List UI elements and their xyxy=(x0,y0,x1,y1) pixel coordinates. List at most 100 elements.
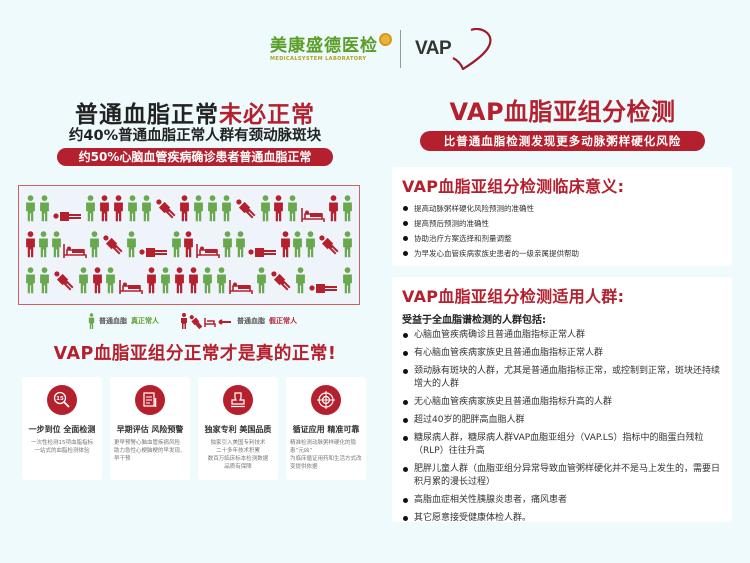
green-person-icon xyxy=(39,266,50,298)
list-item: 提高动脉粥样硬化风险预测的准确性 xyxy=(402,201,722,216)
green-person-icon xyxy=(256,266,267,298)
brand-name-cn: 美康盛德医检 xyxy=(270,35,378,56)
significance-title: VAP血脂亚组分检测临床意义: xyxy=(402,177,625,196)
green-person-icon xyxy=(222,230,233,262)
bed-icon xyxy=(301,207,325,226)
red-person-icon xyxy=(92,266,103,298)
left-headline: 普通血脂正常未必正常 xyxy=(20,95,370,129)
green-person-icon xyxy=(85,194,96,226)
green-person-icon xyxy=(287,194,298,226)
figure-legend: 普通血脂真正常人 普通血脂假正常人 xyxy=(88,313,297,329)
green-person-icon xyxy=(141,194,152,226)
list-item: 肥胖儿童人群（血脂亚组分异常导致血管粥样硬化并不是马上发生的，需要日积月累的漫长… xyxy=(402,463,722,489)
header-logos: 美康盛德医检 MEDICALSYSTEM LABORATORY VAP xyxy=(270,28,500,70)
legend-false-normal: 普通血脂假正常人 xyxy=(181,313,297,329)
list-item: 为早发心血管疾病家族史患者的一级亲属提供帮助 xyxy=(402,246,722,261)
green-person-icon xyxy=(207,194,218,226)
green-person-icon xyxy=(305,230,316,262)
red-person-icon xyxy=(273,194,284,226)
falling-person-icon xyxy=(53,268,75,298)
figure-row xyxy=(25,226,353,262)
medal-icon xyxy=(379,32,392,46)
red-figures-icon xyxy=(181,313,231,329)
clinical-significance-panel: VAP血脂亚组分检测临床意义: 提高动脉粥样硬化风险预测的准确性 提高预后预测的… xyxy=(392,167,732,266)
falling-person-icon xyxy=(270,268,292,298)
figure-row xyxy=(25,190,353,226)
list-item: 有心脑血管疾病家族史且普通血脂指标正常人群 xyxy=(402,347,722,360)
population-list: 心脑血管疾病确诊且普通血脂指标正常人群 有心脑血管疾病家族史且普通血脂指标正常人… xyxy=(402,329,722,525)
green-person-icon xyxy=(260,194,271,226)
lying-person-icon xyxy=(53,207,83,226)
bed-icon xyxy=(196,243,221,262)
lying-person-icon xyxy=(309,279,339,298)
falling-person-icon xyxy=(235,196,257,226)
left-subtitle: 约40%普通血脂正常人群有颈动脉斑块 xyxy=(68,128,322,144)
green-person-icon xyxy=(38,230,49,262)
green-person-icon xyxy=(342,266,353,298)
population-intro: 受益于全血脂谱检测的人群包括: xyxy=(402,315,546,326)
green-person-icon xyxy=(342,230,353,262)
list-item: 超过40岁的肥胖高血脂人群 xyxy=(402,414,722,427)
falling-person-icon xyxy=(155,196,177,226)
green-person-icon xyxy=(78,266,89,298)
green-person-icon xyxy=(39,194,50,226)
red-person-icon xyxy=(25,230,36,262)
legend-true-normal: 普通血脂真正常人 xyxy=(88,313,159,329)
green-person-icon xyxy=(221,194,232,226)
green-person-icon xyxy=(51,230,62,262)
vap-logo: VAP xyxy=(415,28,495,70)
list-item: 协助治疗方案选择和剂量调整 xyxy=(402,231,722,246)
target-icon xyxy=(311,385,341,415)
stamp-icon xyxy=(223,385,253,415)
green-person-icon xyxy=(235,230,246,262)
population-figure-grid xyxy=(18,185,360,305)
list-item: 颈动脉有斑块的人群，尤其是普通血脂指标正常，或控制到正常，斑块还持续增大的人群 xyxy=(402,365,722,391)
red-person-icon xyxy=(99,194,110,226)
bed-icon xyxy=(229,279,254,298)
red-person-icon xyxy=(113,194,124,226)
vap-logo-text: VAP xyxy=(415,38,452,59)
list-item: 高脂血症相关性胰腺炎患者，痛风患者 xyxy=(402,494,722,507)
green-person-icon xyxy=(216,266,227,298)
falling-person-icon xyxy=(102,232,124,262)
feature-card-comprehensive: 15 一步到位 全面检测 一次性检测15项血脂指标 一站式的血脂检测体验 xyxy=(22,377,102,480)
list-item: 无心脑血管疾病家族史且普通血脂指标升高的人群 xyxy=(402,396,722,409)
slogan: VAP血脂亚组分正常才是真的正常! xyxy=(53,344,337,364)
green-person-icon xyxy=(25,194,36,226)
green-person-icon xyxy=(127,194,138,226)
green-person-icon xyxy=(160,266,171,298)
red-person-icon xyxy=(328,194,339,226)
significance-list: 提高动脉粥样硬化风险预测的准确性 提高预后预测的准确性 协助治疗方案选择和剂量调… xyxy=(402,201,722,261)
green-person-icon xyxy=(88,313,95,329)
bed-icon xyxy=(119,279,144,298)
list-item: 其它愿意接受健康体检人群。 xyxy=(402,512,722,525)
red-person-icon xyxy=(280,230,291,262)
green-person-icon xyxy=(171,230,182,262)
falling-person-icon xyxy=(318,232,340,262)
green-person-icon xyxy=(126,230,137,262)
green-person-icon xyxy=(342,194,353,226)
brand-logo: 美康盛德医检 MEDICALSYSTEM LABORATORY xyxy=(270,32,392,62)
feature-card-early-warning: 早期评估 风险预警 更早预警心脑血管疾病风险 助力急性心梗脑梗的早发现、早干预 xyxy=(110,377,190,480)
figure-row xyxy=(25,262,353,298)
red-person-icon xyxy=(188,266,199,298)
green-person-icon xyxy=(202,266,213,298)
list-item: 心脑血管疾病确诊且普通血脂指标正常人群 xyxy=(402,329,722,342)
red-person-icon xyxy=(183,230,194,262)
bed-icon xyxy=(63,243,88,262)
svg-text:15: 15 xyxy=(56,396,64,402)
lying-person-icon xyxy=(139,243,169,262)
magnifier-15-icon: 15 xyxy=(47,385,77,415)
headline-red: 未必正常 xyxy=(219,102,315,128)
green-person-icon xyxy=(89,230,100,262)
left-pill-banner: 约50%心脑血管疾病确诊患者普通血脂正常 xyxy=(57,148,333,166)
document-pen-icon xyxy=(135,385,165,415)
heart-icon xyxy=(452,28,492,70)
list-item: 糖尿病人群，糖尿病人群VAP血脂亚组分（VAP.LS）指标中的脂蛋白残粒（RLP… xyxy=(402,432,722,458)
target-population-panel: VAP血脂亚组分检测适用人群: 受益于全血脂谱检测的人群包括: 心脑血管疾病确诊… xyxy=(392,277,732,525)
green-person-icon xyxy=(25,266,36,298)
red-person-icon xyxy=(174,266,185,298)
feature-card-evidence: 循证应用 精准可靠 精准检测动脉粥样硬化的隐患“元凶” 为临床循证用药和生活方式… xyxy=(286,377,366,480)
lying-person-icon xyxy=(248,243,278,262)
brand-name-en: MEDICALSYSTEM LABORATORY xyxy=(270,55,367,62)
